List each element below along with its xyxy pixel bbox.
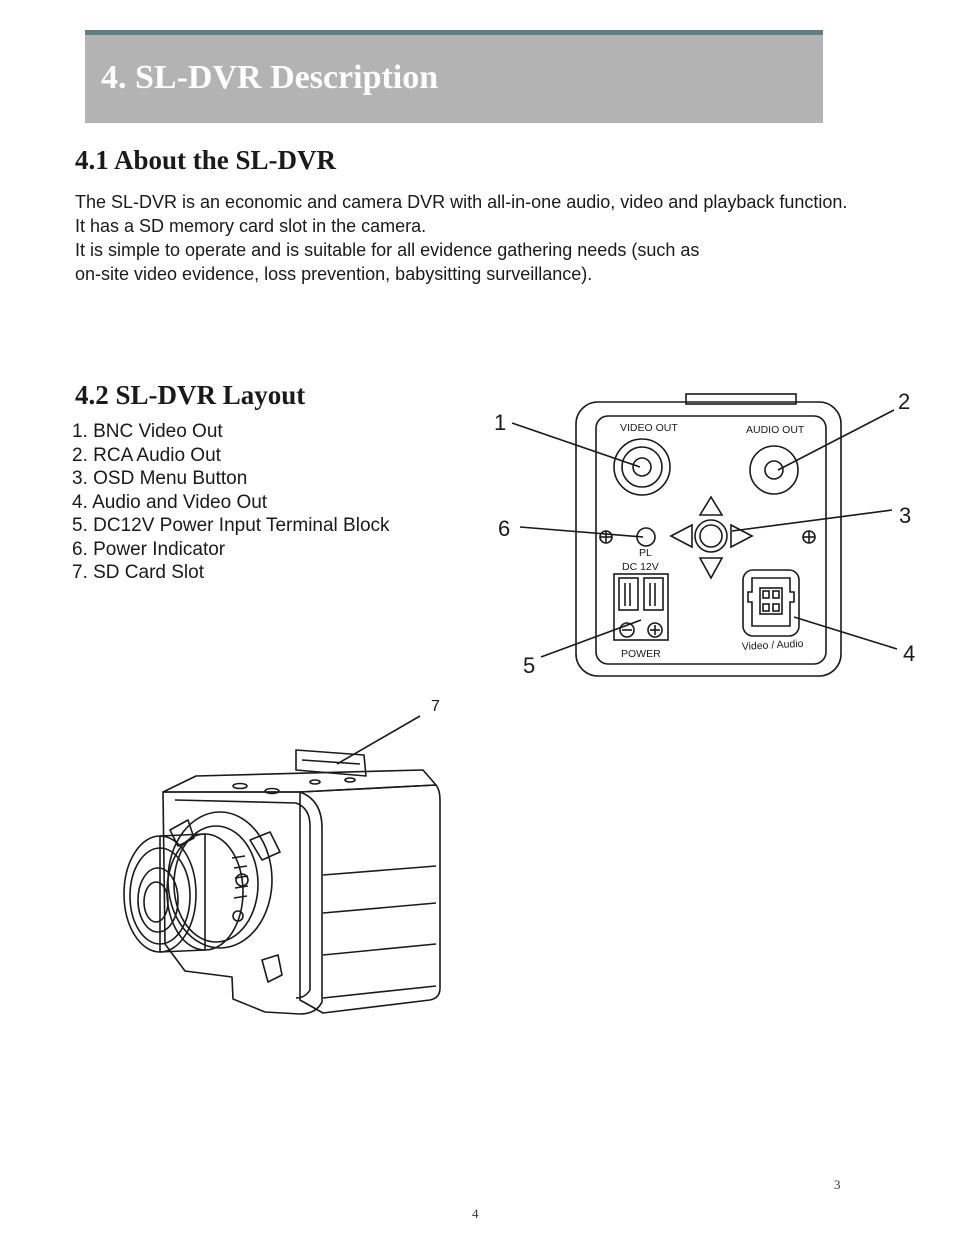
about-line: on-site video evidence, loss prevention,…	[75, 264, 593, 284]
chapter-header-bar: 4. SL-DVR Description	[85, 30, 823, 123]
bnc-ring-icon	[621, 446, 663, 488]
video-audio-label: Video / Audio	[742, 638, 804, 653]
rca-connector-icon	[749, 445, 799, 495]
leader-line-5	[540, 619, 642, 658]
osd-button-icon	[694, 519, 728, 553]
arrow-left-icon	[669, 523, 693, 549]
video-out-label: VIDEO OUT	[620, 422, 678, 434]
sd-card-slot	[295, 749, 367, 777]
power-terminal-block	[613, 573, 669, 641]
page-number: 4	[472, 1206, 479, 1221]
about-heading: 4.1 About the SL-DVR	[75, 145, 337, 175]
inner-page-number: 3	[834, 1177, 841, 1192]
camera-side-face	[299, 784, 441, 1014]
callout-7: 7	[431, 698, 440, 715]
panel-outer	[575, 401, 842, 677]
bnc-connector-icon	[613, 438, 671, 496]
callout-6: 6	[498, 516, 510, 541]
power-label: POWER	[621, 648, 661, 660]
callout-3: 3	[899, 503, 911, 528]
list-item: 6. Power Indicator	[72, 538, 226, 560]
about-line: It has a SD memory card slot in the came…	[75, 216, 427, 236]
list-item: 4. Audio and Video Out	[72, 491, 268, 513]
lens-glass-icon	[137, 867, 179, 933]
lens-mount-ring	[167, 811, 273, 949]
list-item: 5. DC12V Power Input Terminal Block	[72, 515, 390, 536]
leader-line-6	[519, 526, 644, 538]
rca-pin-icon	[764, 460, 784, 480]
av-connector-icon	[742, 569, 800, 637]
list-item: 1. BNC Video Out	[72, 421, 223, 442]
top-tab	[685, 393, 797, 405]
camera-top-face	[162, 769, 437, 793]
callout-2: 2	[898, 389, 910, 414]
audio-out-label: AUDIO OUT	[746, 424, 805, 436]
about-paragraph: The SL-DVR is an economic and camera DVR…	[75, 190, 950, 286]
bnc-pin-icon	[632, 457, 652, 477]
chapter-title: 4. SL-DVR Description	[101, 59, 439, 96]
list-item: 7. SD Card Slot	[72, 562, 204, 583]
leader-line-1	[511, 422, 641, 468]
arrow-down-icon	[698, 557, 724, 580]
leader-line-7	[336, 715, 421, 765]
leader-line-2	[777, 409, 895, 471]
leader-line-3	[731, 509, 893, 532]
camera-front-face	[162, 791, 323, 1015]
arrow-up-icon	[698, 495, 724, 516]
osd-button-inner-icon	[699, 524, 723, 548]
dc-12v-label: DC 12V	[622, 561, 659, 573]
callout-4: 4	[903, 641, 915, 666]
callout-1: 1	[494, 410, 506, 435]
list-item: 3. OSD Menu Button	[72, 468, 248, 489]
terminal-slot-left	[618, 577, 639, 611]
callout-5: 5	[523, 653, 535, 678]
rear-panel-diagram: VIDEO OUT AUDIO OUT PL DC 12V POWER Vide…	[494, 389, 915, 678]
lens-barrel-front	[123, 835, 197, 953]
terminal-slot-right	[643, 577, 664, 611]
av-connector-socket-icon	[747, 577, 795, 627]
about-line: It is simple to operate and is suitable …	[75, 240, 700, 260]
about-line: The SL-DVR is an economic and camera DVR…	[75, 192, 848, 212]
layout-heading: 4.2 SL-DVR Layout	[75, 380, 306, 410]
minus-terminal-icon	[619, 622, 635, 638]
panel-inner	[595, 415, 827, 665]
list-item: 2. RCA Audio Out	[72, 444, 221, 466]
layout-list: 1. BNC Video Out 2. RCA Audio Out 3. OSD…	[72, 420, 390, 585]
plus-terminal-icon	[647, 622, 663, 638]
pl-label: PL	[639, 547, 652, 559]
adjust-knob-icon	[232, 910, 244, 922]
leader-line-4	[793, 616, 898, 650]
